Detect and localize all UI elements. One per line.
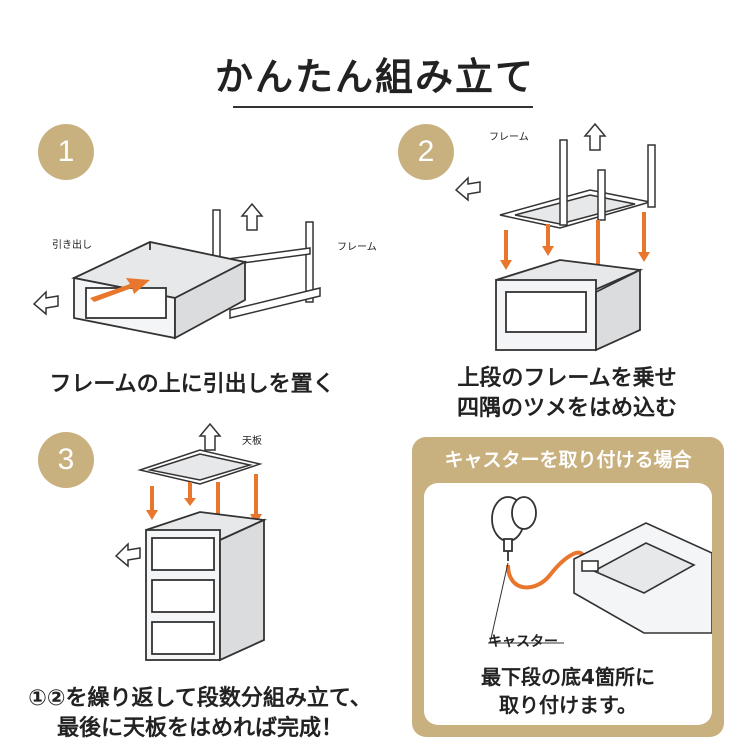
caster-illustration [488,496,712,644]
page-title: かんたん組み立て [214,55,535,99]
top-board-label: 天板 [242,436,262,447]
step-2-illustration [454,122,656,352]
frame-label-1: フレーム [337,242,377,253]
caster-label: キャスター [488,634,558,650]
step-3-caption: ①②を繰り返して段数分組み立て、 最後に天板をはめれば完成！ [28,686,372,741]
step-1-badge: 1 [38,124,94,180]
caster-heading: キャスターを取り付ける場合 [444,449,692,471]
step-2-caption: 上段のフレームを乗せ 四隅のツメをはめ込む [456,366,677,421]
drawer-label: 引き出し [52,240,92,251]
title-underline [233,106,533,108]
step-1-illustration [32,202,321,340]
step-2-badge: 2 [398,124,454,180]
caster-panel: キャスターを取り付ける場合 キャスター 最下段の底4箇所に 取り付けます。 [412,437,724,737]
step-1-caption: フレームの上に引出しを置く [49,372,335,397]
step-3-badge: 3 [38,432,94,488]
step-3-illustration [114,422,268,662]
frame-label-2: フレーム [489,132,529,143]
caster-inner-panel: キャスター 最下段の底4箇所に 取り付けます。 [424,483,712,725]
caster-caption: 最下段の底4箇所に 取り付けます。 [481,665,655,717]
